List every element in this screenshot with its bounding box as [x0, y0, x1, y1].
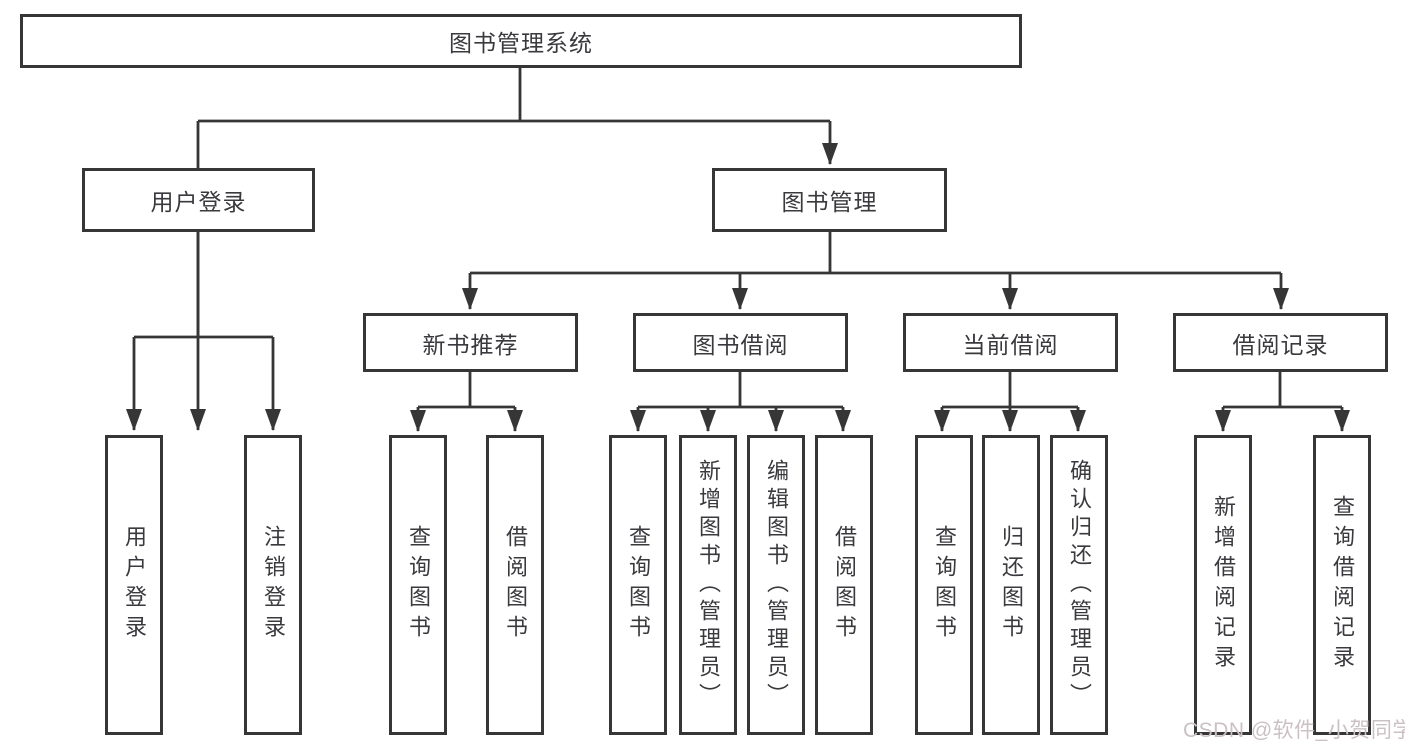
node-current-borrowing: 当前借阅 [903, 313, 1118, 372]
leaf-query-book-recommend-label: 查询图书 [406, 525, 431, 645]
leaf-query-book-current: 查询图书 [915, 435, 973, 735]
node-book-borrowing: 图书借阅 [633, 313, 848, 372]
node-borrowing-records: 借阅记录 [1173, 313, 1388, 372]
node-book-management-label: 图书管理 [781, 189, 878, 215]
leaf-borrow-book-borrowing: 借阅图书 [815, 435, 873, 735]
leaf-query-borrow-record-label: 查询借阅记录 [1330, 495, 1355, 675]
leaf-confirm-return-admin: 确认归还（管理员） [1050, 435, 1108, 735]
leaf-add-book-admin: 新增图书（管理员） [679, 435, 737, 735]
node-user-login: 用户登录 [82, 168, 315, 232]
leaf-add-borrow-record: 新增借阅记录 [1194, 435, 1252, 735]
leaf-return-book: 归还图书 [982, 435, 1040, 735]
csdn-watermark: CSDN @软件_小贺同学 [1183, 719, 1405, 742]
node-new-book-recommend: 新书推荐 [363, 313, 578, 372]
leaf-logout: 注销登录 [244, 435, 302, 735]
node-current-borrowing-label: 当前借阅 [962, 331, 1059, 358]
node-book-borrowing-label: 图书借阅 [692, 331, 789, 358]
leaf-query-book-borrowing: 查询图书 [609, 435, 667, 735]
leaf-borrow-book-recommend-label: 借阅图书 [503, 525, 528, 645]
leaf-query-borrow-record: 查询借阅记录 [1313, 435, 1371, 735]
leaf-user-login-action: 用户登录 [105, 435, 163, 735]
leaf-edit-book-admin-label: 编辑图书（管理员） [764, 459, 789, 711]
node-book-management: 图书管理 [712, 168, 947, 232]
leaf-add-borrow-record-label: 新增借阅记录 [1211, 495, 1236, 675]
node-root-label: 图书管理系统 [449, 30, 593, 56]
leaf-borrow-book-recommend: 借阅图书 [486, 435, 544, 735]
leaf-query-book-recommend: 查询图书 [389, 435, 447, 735]
node-root: 图书管理系统 [20, 14, 1022, 68]
leaf-edit-book-admin: 编辑图书（管理员） [747, 435, 805, 735]
leaf-confirm-return-admin-label: 确认归还（管理员） [1067, 459, 1092, 711]
node-new-book-recommend-label: 新书推荐 [422, 331, 519, 358]
leaf-query-book-current-label: 查询图书 [932, 525, 957, 645]
leaf-user-login-action-label: 用户登录 [122, 525, 147, 645]
leaf-logout-label: 注销登录 [261, 525, 286, 645]
leaf-query-book-borrowing-label: 查询图书 [626, 525, 651, 645]
leaf-borrow-book-borrowing-label: 借阅图书 [832, 525, 857, 645]
node-borrowing-records-label: 借阅记录 [1232, 331, 1329, 358]
node-user-login-label: 用户登录 [150, 189, 247, 215]
leaf-add-book-admin-label: 新增图书（管理员） [696, 459, 721, 711]
leaf-return-book-label: 归还图书 [999, 525, 1024, 645]
